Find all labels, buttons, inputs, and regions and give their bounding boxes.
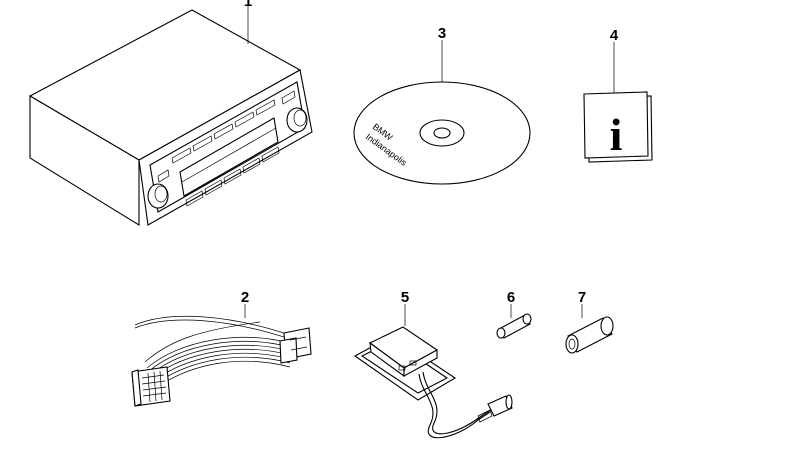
info-icon: i: [610, 109, 623, 160]
wiring-harness: [131, 304, 312, 407]
callout-7: 7: [578, 289, 586, 306]
info-booklet: i: [583, 42, 653, 163]
callout-1: 1: [244, 0, 252, 10]
callout-6: 6: [507, 289, 515, 306]
callout-3: 3: [438, 25, 446, 42]
sleeve-large: [565, 304, 614, 354]
antenna: [353, 304, 513, 439]
radio-unit: [28, 4, 313, 226]
sleeve-small: [496, 304, 532, 339]
cd-disc: BMW Indianapolis: [353, 40, 531, 185]
callout-2: 2: [241, 289, 249, 306]
callout-5: 5: [401, 289, 409, 306]
callout-4: 4: [610, 27, 619, 44]
